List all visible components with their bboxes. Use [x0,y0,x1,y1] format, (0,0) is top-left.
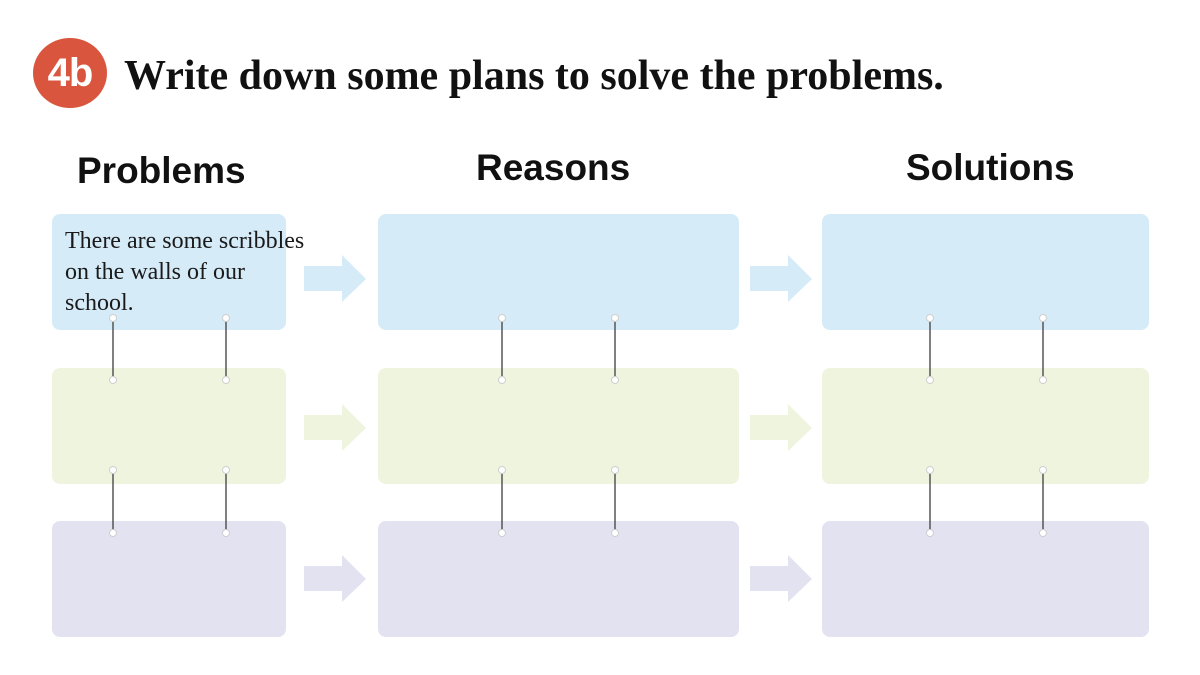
connector-dot [498,466,506,474]
connector-dot [611,529,619,537]
connector-dot [498,314,506,322]
connector-dot [611,376,619,384]
arrow-right-icon [750,555,812,602]
connector-dot [1039,529,1047,537]
reason-box-2[interactable] [378,368,739,484]
connector-group-reasons [501,318,616,533]
column-header-reasons: Reasons [476,147,631,188]
connector-dot [611,314,619,322]
connector-dot [926,376,934,384]
arrow-right-icon [750,404,812,451]
reason-box-1[interactable] [378,214,739,330]
connector-dot [1039,466,1047,474]
arrow-right-icon [304,255,366,302]
connector-dot [498,376,506,384]
column-header-problems: Problems [77,150,246,191]
connector-dot [611,466,619,474]
connector-dot [926,529,934,537]
connector-dot [926,314,934,322]
reason-box-3[interactable] [378,521,739,637]
arrow-right-icon [304,555,366,602]
solution-box-2[interactable] [822,368,1149,484]
connector-dot [222,314,230,322]
connector-dot [926,466,934,474]
arrow-right-icon [750,255,812,302]
column-header-solutions: Solutions [906,147,1075,188]
solution-box-3[interactable] [822,521,1149,637]
section-badge: 4b [33,38,107,108]
connector-dot [109,466,117,474]
problem-box-2[interactable] [52,368,286,484]
page-title: Write down some plans to solve the probl… [124,53,944,99]
connector-dot [222,529,230,537]
problem-text-1: There are some scribbles on the walls of… [65,228,305,316]
arrow-right-icon [304,404,366,451]
connector-dot [109,529,117,537]
connector-dot [1039,376,1047,384]
connector-group-solutions [929,318,1044,533]
connector-dot [222,376,230,384]
solution-box-1[interactable] [822,214,1149,330]
connector-dot [109,314,117,322]
connector-dot [1039,314,1047,322]
connector-dots [109,314,1047,537]
problem-box-1[interactable]: There are some scribbles on the walls of… [52,214,304,330]
connector-dot [109,376,117,384]
connector-dot [498,529,506,537]
problem-box-3[interactable] [52,521,286,637]
connector-dot [222,466,230,474]
connector-group-problems [112,318,227,533]
